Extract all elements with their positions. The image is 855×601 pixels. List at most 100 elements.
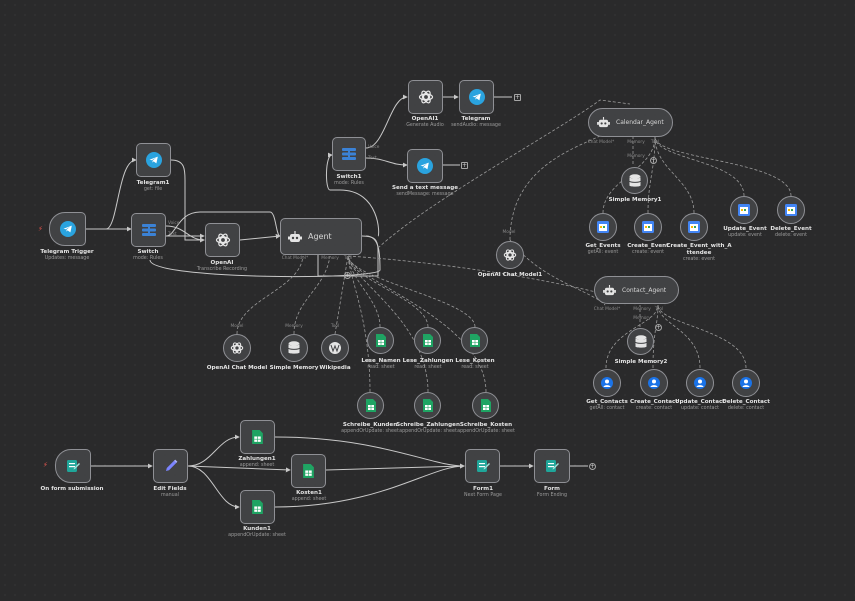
robot-icon — [597, 117, 610, 128]
wikipedia-port: Tool — [330, 324, 340, 329]
node-simple-memory2[interactable] — [627, 328, 654, 355]
node-switch1[interactable] — [332, 137, 366, 171]
agent-port-chat-model: Chat Model* — [281, 256, 309, 261]
node-schreibe-kosten[interactable] — [472, 392, 499, 419]
node-delete-contact[interactable] — [732, 369, 760, 397]
google-contacts-icon — [694, 377, 706, 389]
node-delete-event[interactable] — [777, 196, 805, 224]
agent-port-memory: Memory — [321, 256, 339, 261]
node-edit-fields[interactable] — [153, 449, 188, 483]
node-lese-zahlungen[interactable] — [414, 327, 441, 354]
node-kunden1[interactable] — [240, 490, 275, 524]
telegram-icon — [468, 89, 485, 105]
wikipedia-icon — [329, 342, 341, 354]
node-schreibe-kunden[interactable] — [357, 392, 384, 419]
node-create-event-with-attendee[interactable] — [680, 213, 708, 241]
node-create-event[interactable] — [634, 213, 662, 241]
database-icon — [628, 173, 641, 187]
openai-icon — [215, 233, 230, 247]
switch-icon — [342, 148, 356, 160]
google-sheets-icon — [422, 399, 433, 412]
node-form1[interactable] — [465, 449, 500, 483]
google-contacts-icon — [648, 377, 660, 389]
node-agent-title: Agent — [308, 232, 332, 241]
node-openai1[interactable] — [408, 80, 443, 114]
node-on-form-submission[interactable] — [55, 449, 91, 483]
node-contact-agent-title: Contact_Agent — [622, 286, 667, 294]
node-send-text-message[interactable] — [407, 149, 443, 183]
google-calendar-icon — [688, 221, 700, 233]
node-simple-memory1[interactable] — [621, 167, 648, 194]
node-calendar-agent-title: Calendar_Agent — [616, 119, 664, 126]
node-wikipedia[interactable] — [321, 334, 349, 362]
google-contacts-icon — [601, 377, 613, 389]
node-get-contacts[interactable] — [593, 369, 621, 397]
node-lese-kosten[interactable] — [461, 327, 488, 354]
simple-memory-port: Memory — [285, 324, 303, 329]
contact-agent-port-memory: Memory — [633, 307, 651, 312]
google-calendar-icon — [785, 204, 797, 216]
send-text-add-plus-icon[interactable]: + — [461, 162, 468, 169]
agent-add-tool-plus-icon[interactable]: + — [344, 272, 351, 279]
simple-memory2-port: Memory — [633, 316, 651, 321]
node-kosten1[interactable] — [291, 454, 326, 488]
node-telegram-trigger[interactable] — [49, 212, 86, 246]
node-openai-chat-model1[interactable] — [496, 241, 524, 269]
calendar-agent-add-tool-plus-icon[interactable]: + — [650, 157, 657, 164]
node-agent[interactable]: Agent — [280, 218, 362, 255]
pencil-icon — [165, 459, 177, 471]
telegram-icon — [417, 158, 433, 174]
simple-memory1-port: Memory — [627, 154, 645, 159]
node-telegram1[interactable] — [136, 143, 171, 177]
google-contacts-icon — [740, 377, 752, 389]
node-openai-chat-model[interactable] — [223, 334, 251, 362]
node-update-contact[interactable] — [686, 369, 714, 397]
node-switch[interactable] — [131, 213, 166, 247]
google-sheets-icon — [480, 399, 491, 412]
node-zahlungen1[interactable] — [240, 420, 275, 454]
node-get-events[interactable] — [589, 213, 617, 241]
calendar-agent-port-chat-model: Chat Model* — [587, 140, 615, 145]
node-contact-agent[interactable]: Contact_Agent — [594, 276, 679, 304]
node-simple-memory[interactable] — [280, 334, 308, 362]
agent-port-tool: Tool — [343, 256, 353, 261]
contact-agent-add-tool-plus-icon[interactable]: + — [655, 324, 662, 331]
form-add-plus-icon[interactable]: + — [589, 463, 596, 470]
google-calendar-icon — [642, 221, 654, 233]
node-calendar-agent[interactable]: Calendar_Agent — [588, 108, 673, 137]
node-schreibe-zahlungen[interactable] — [414, 392, 441, 419]
openai-icon — [503, 249, 517, 261]
node-telegram[interactable] — [459, 80, 494, 114]
telegram-add-plus-icon[interactable]: + — [514, 94, 521, 101]
node-form[interactable] — [534, 449, 570, 483]
google-sheets-icon — [469, 334, 480, 347]
form-trigger-bolt-icon: ⚡ — [43, 461, 48, 469]
google-sheets-icon — [375, 334, 386, 347]
node-create-contact[interactable] — [640, 369, 668, 397]
node-lese-namen[interactable] — [367, 327, 394, 354]
calendar-agent-port-memory: Memory — [627, 140, 645, 145]
node-update-event[interactable] — [730, 196, 758, 224]
robot-icon — [288, 230, 302, 242]
telegram-icon — [59, 221, 76, 237]
switch-output-text: Text — [168, 232, 177, 237]
node-openai[interactable] — [205, 223, 240, 257]
